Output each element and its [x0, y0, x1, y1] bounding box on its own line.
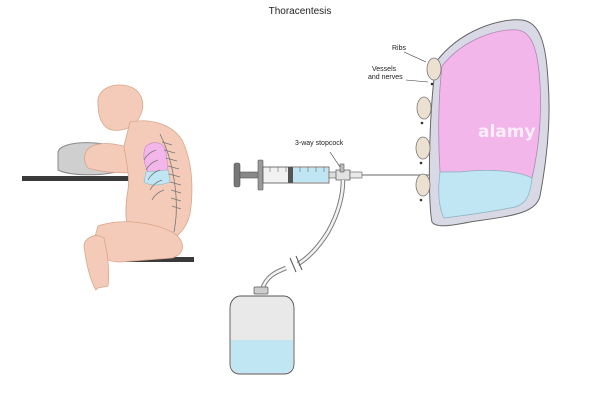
patient-spine: [143, 133, 182, 233]
syringe-fluid: [293, 168, 328, 182]
syringe-finger-grip: [257, 159, 264, 191]
patient-fluid: [143, 169, 171, 186]
bag-fluid: [231, 340, 293, 373]
syringe-plunger-seal: [288, 167, 293, 183]
leader-lines: [329, 51, 429, 168]
syringe: [233, 159, 338, 191]
vessels-label-line2: and nerves: [368, 74, 403, 81]
rib: [415, 173, 431, 197]
bag-cap: [253, 286, 269, 295]
lung-section: [428, 19, 550, 227]
drainage-tube: [259, 179, 346, 291]
watermark: alamy: [478, 122, 536, 142]
vessels-label-line1: Vessels: [372, 66, 397, 73]
collection-bag: [229, 286, 295, 375]
patient-head: [97, 84, 144, 131]
table: [22, 176, 147, 181]
ribs-label: Ribs: [392, 45, 407, 52]
lung-tissue: [438, 29, 541, 179]
rib: [426, 57, 442, 81]
diagram-title: Thoracentesis: [268, 6, 332, 17]
ribs: [415, 57, 442, 202]
patient: [83, 84, 193, 291]
rib: [416, 96, 432, 120]
syringe-plunger-handle: [233, 162, 241, 188]
stopcock-handle: [339, 163, 345, 173]
rib: [415, 136, 431, 160]
stopcock-label: 3-way stopcock: [295, 140, 344, 147]
stopcock-connector: [349, 171, 363, 179]
stool: [126, 257, 194, 262]
patient-leg: [83, 235, 110, 291]
pleural-effusion: [438, 170, 533, 219]
